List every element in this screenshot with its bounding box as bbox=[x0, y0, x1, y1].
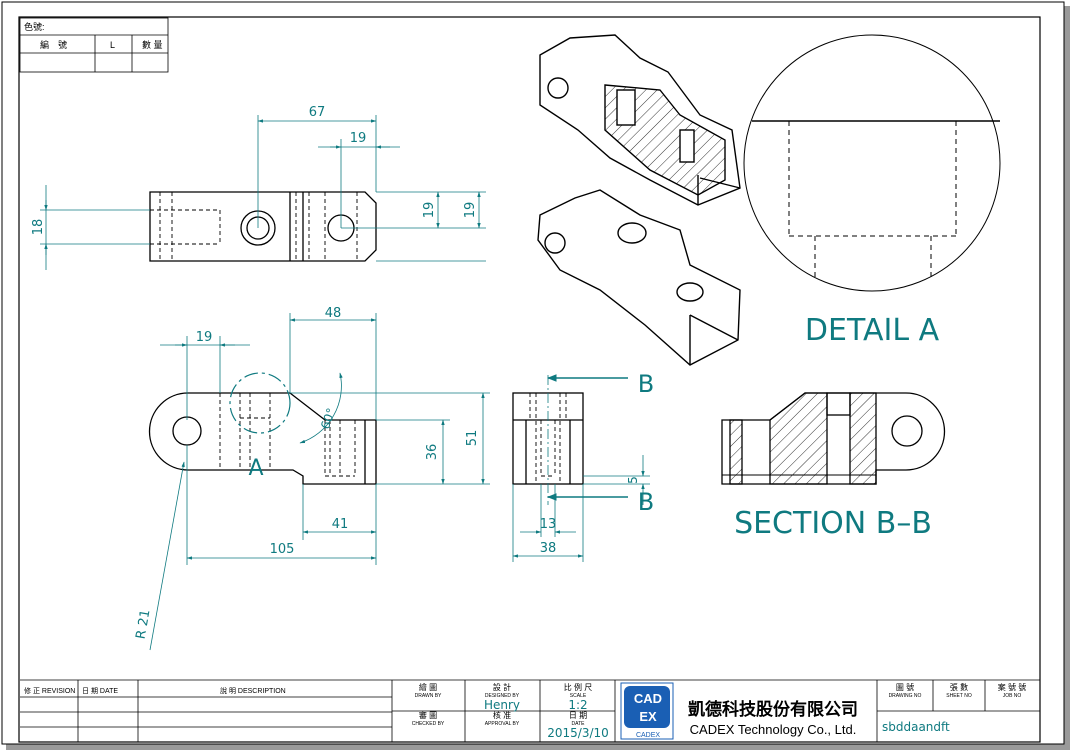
cadex-logo bbox=[620, 682, 674, 740]
sheet-label: 張 數 bbox=[950, 682, 968, 692]
logo-caption: CADEX bbox=[636, 732, 660, 739]
dim-front-19: 19 bbox=[196, 330, 213, 345]
designer-name: Henry bbox=[484, 698, 520, 712]
drawn-by-en-label: DRAWN BY bbox=[415, 693, 442, 699]
corner-table-l-header: L bbox=[110, 40, 115, 50]
sheet-en-label: SHEET NO bbox=[946, 693, 972, 699]
company-name-en: CADEX Technology Co., Ltd. bbox=[690, 722, 857, 737]
scale-value: 1:2 bbox=[568, 698, 587, 712]
sheet-paper bbox=[1, 1, 1065, 745]
date-value: 2015/3/10 bbox=[547, 726, 609, 740]
top-view-dimensions bbox=[40, 115, 486, 270]
dim-side-13: 13 bbox=[540, 517, 557, 532]
dim-side-5: 5 bbox=[626, 476, 640, 484]
dim-top-19-b: 19 bbox=[463, 202, 478, 219]
dim-top-18: 18 bbox=[31, 219, 46, 236]
side-view-dimensions bbox=[512, 374, 650, 562]
dim-top-19-a: 19 bbox=[422, 202, 437, 219]
scale-en-label: SCALE bbox=[570, 693, 587, 699]
revision-header: 修 正 REVISION bbox=[24, 686, 75, 695]
approval-en-label: APPROVAL BY bbox=[485, 721, 520, 727]
company-name-cn: 凱德科技股份有限公司 bbox=[688, 699, 858, 719]
dim-top-19: 19 bbox=[350, 131, 367, 146]
logo-text-line2: EX bbox=[639, 709, 657, 724]
designed-by-label: 設 計 bbox=[493, 682, 511, 692]
section-b-b-title: SECTION B–B bbox=[734, 506, 932, 541]
detail-a-title: DETAIL A bbox=[805, 313, 940, 348]
logo-text-line1: CAD bbox=[634, 691, 662, 706]
corner-table-title: 色號: bbox=[24, 21, 45, 32]
front-view-dimensions bbox=[149, 313, 490, 651]
date-header: 日 期 DATE bbox=[82, 687, 118, 695]
checked-by-en-label: CHECKED BY bbox=[412, 721, 445, 727]
dim-front-36: 36 bbox=[425, 444, 440, 461]
dim-front-51: 51 bbox=[465, 430, 480, 447]
drawing-frame bbox=[18, 16, 1041, 743]
corner-table-number-header: 編 號 bbox=[40, 39, 67, 50]
section-mark-top: B bbox=[638, 370, 654, 398]
section-b-b-view bbox=[721, 392, 946, 485]
corner-table bbox=[19, 17, 169, 73]
detail-a-reference-label: A bbox=[248, 456, 263, 481]
scale-label: 比 例 尺 bbox=[564, 682, 592, 692]
detail-a-view bbox=[743, 34, 1001, 292]
date-en-label: DATE bbox=[572, 721, 586, 727]
dim-front-105: 105 bbox=[270, 542, 295, 557]
isometric-section-view bbox=[539, 34, 741, 206]
drawing-number-value: sbddaandft bbox=[882, 720, 950, 734]
date-label: 日 期 bbox=[569, 711, 587, 720]
designed-by-en-label: DESIGNED BY bbox=[485, 693, 520, 699]
dim-front-41: 41 bbox=[332, 517, 349, 532]
dim-side-38: 38 bbox=[540, 541, 557, 556]
detail-a-callout-circle bbox=[229, 372, 291, 434]
title-block bbox=[20, 679, 1040, 742]
section-mark-bottom: B bbox=[638, 488, 654, 516]
drawing-no-label: 圖 號 bbox=[896, 682, 914, 692]
dim-top-67: 67 bbox=[309, 105, 326, 120]
description-header: 說 明 DESCRIPTION bbox=[220, 686, 286, 695]
approval-label: 核 准 bbox=[493, 710, 511, 720]
isometric-full-view bbox=[537, 189, 741, 366]
job-label: 案 號 號 bbox=[998, 682, 1026, 692]
drawing-no-en-label: DRAWING NO bbox=[889, 693, 922, 699]
front-view bbox=[148, 392, 377, 485]
dim-front-48: 48 bbox=[325, 306, 342, 321]
dim-front-60deg: 60° bbox=[318, 406, 338, 431]
drawn-by-label: 繪 圖 bbox=[419, 682, 437, 692]
corner-table-qty-header: 數 量 bbox=[142, 39, 163, 50]
dim-front-radius: R 21 bbox=[134, 608, 154, 640]
checked-by-label: 審 圖 bbox=[419, 710, 437, 720]
job-en-label: JOB NO bbox=[1003, 693, 1022, 699]
